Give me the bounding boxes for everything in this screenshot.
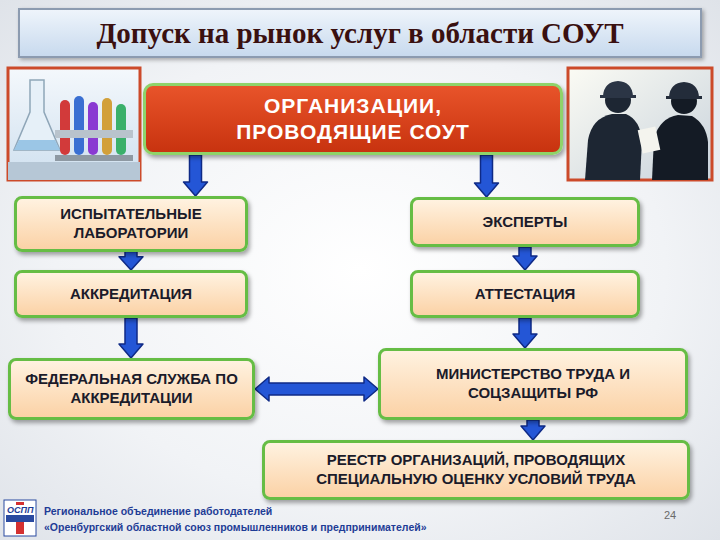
footer-text: «Оренбургский областной союз промышленни… <box>44 521 427 533</box>
footer-logo <box>4 500 36 536</box>
arrow-body <box>513 247 537 270</box>
block-arrow <box>184 155 208 196</box>
title-text: Допуск на рынок услуг в области СОУТ <box>96 17 623 50</box>
process-box: АТТЕСТАЦИЯ <box>410 270 640 318</box>
box-text: АККРЕДИТАЦИЯ <box>70 285 192 304</box>
box-text: АТТЕСТАЦИЯ <box>475 285 575 304</box>
box-text: ЭКСПЕРТЫ <box>483 213 568 232</box>
box-text: ИСПЫТАТЕЛЬНЫЕ ЛАБОРАТОРИИ <box>27 205 235 243</box>
process-box: ИСПЫТАТЕЛЬНЫЕ ЛАБОРАТОРИИ <box>14 196 248 252</box>
main-box: ОРГАНИЗАЦИИ, ПРОВОДЯЩИЕ СОУТ <box>143 83 563 155</box>
arrow-body <box>475 155 499 197</box>
arrow-body <box>513 318 537 348</box>
arrow-body <box>119 318 143 358</box>
arrow-body <box>521 420 545 440</box>
box-text: МИНИСТЕРСТВО ТРУДА И СОЦЗАЩИТЫ РФ <box>391 365 675 403</box>
footer-text: Региональное объединение работодателей <box>44 505 272 517</box>
block-arrow <box>119 318 143 358</box>
arrow-body <box>184 155 208 196</box>
block-arrow <box>475 155 499 197</box>
process-box: МИНИСТЕРСТВО ТРУДА И СОЦЗАЩИТЫ РФ <box>378 348 688 420</box>
logo-text: ОСПП <box>6 505 34 515</box>
workers-picture <box>568 68 712 180</box>
block-arrow <box>521 420 545 440</box>
block-arrow <box>119 252 143 271</box>
block-arrow <box>513 318 537 348</box>
box-text: ОРГАНИЗАЦИИ, ПРОВОДЯЩИЕ СОУТ <box>203 93 503 146</box>
box-text: ФЕДЕРАЛЬНАЯ СЛУЖБА ПО АККРЕДИТАЦИИ <box>21 370 242 408</box>
process-box: РЕЕСТР ОРГАНИЗАЦИЙ, ПРОВОДЯЩИХ СПЕЦИАЛЬН… <box>262 440 690 500</box>
block-arrow <box>513 247 537 270</box>
block-arrow <box>255 377 378 401</box>
process-box: АККРЕДИТАЦИЯ <box>14 270 248 318</box>
box-text: РЕЕСТР ОРГАНИЗАЦИЙ, ПРОВОДЯЩИХ СПЕЦИАЛЬН… <box>275 451 677 489</box>
page-number: 24 <box>664 509 676 521</box>
process-box: ФЕДЕРАЛЬНАЯ СЛУЖБА ПО АККРЕДИТАЦИИ <box>8 358 255 420</box>
lab-picture <box>8 68 140 180</box>
arrow-body <box>119 252 143 271</box>
title-banner: Допуск на рынок услуг в области СОУТ <box>18 8 702 58</box>
arrow-body <box>255 377 378 401</box>
process-box: ЭКСПЕРТЫ <box>410 197 640 247</box>
